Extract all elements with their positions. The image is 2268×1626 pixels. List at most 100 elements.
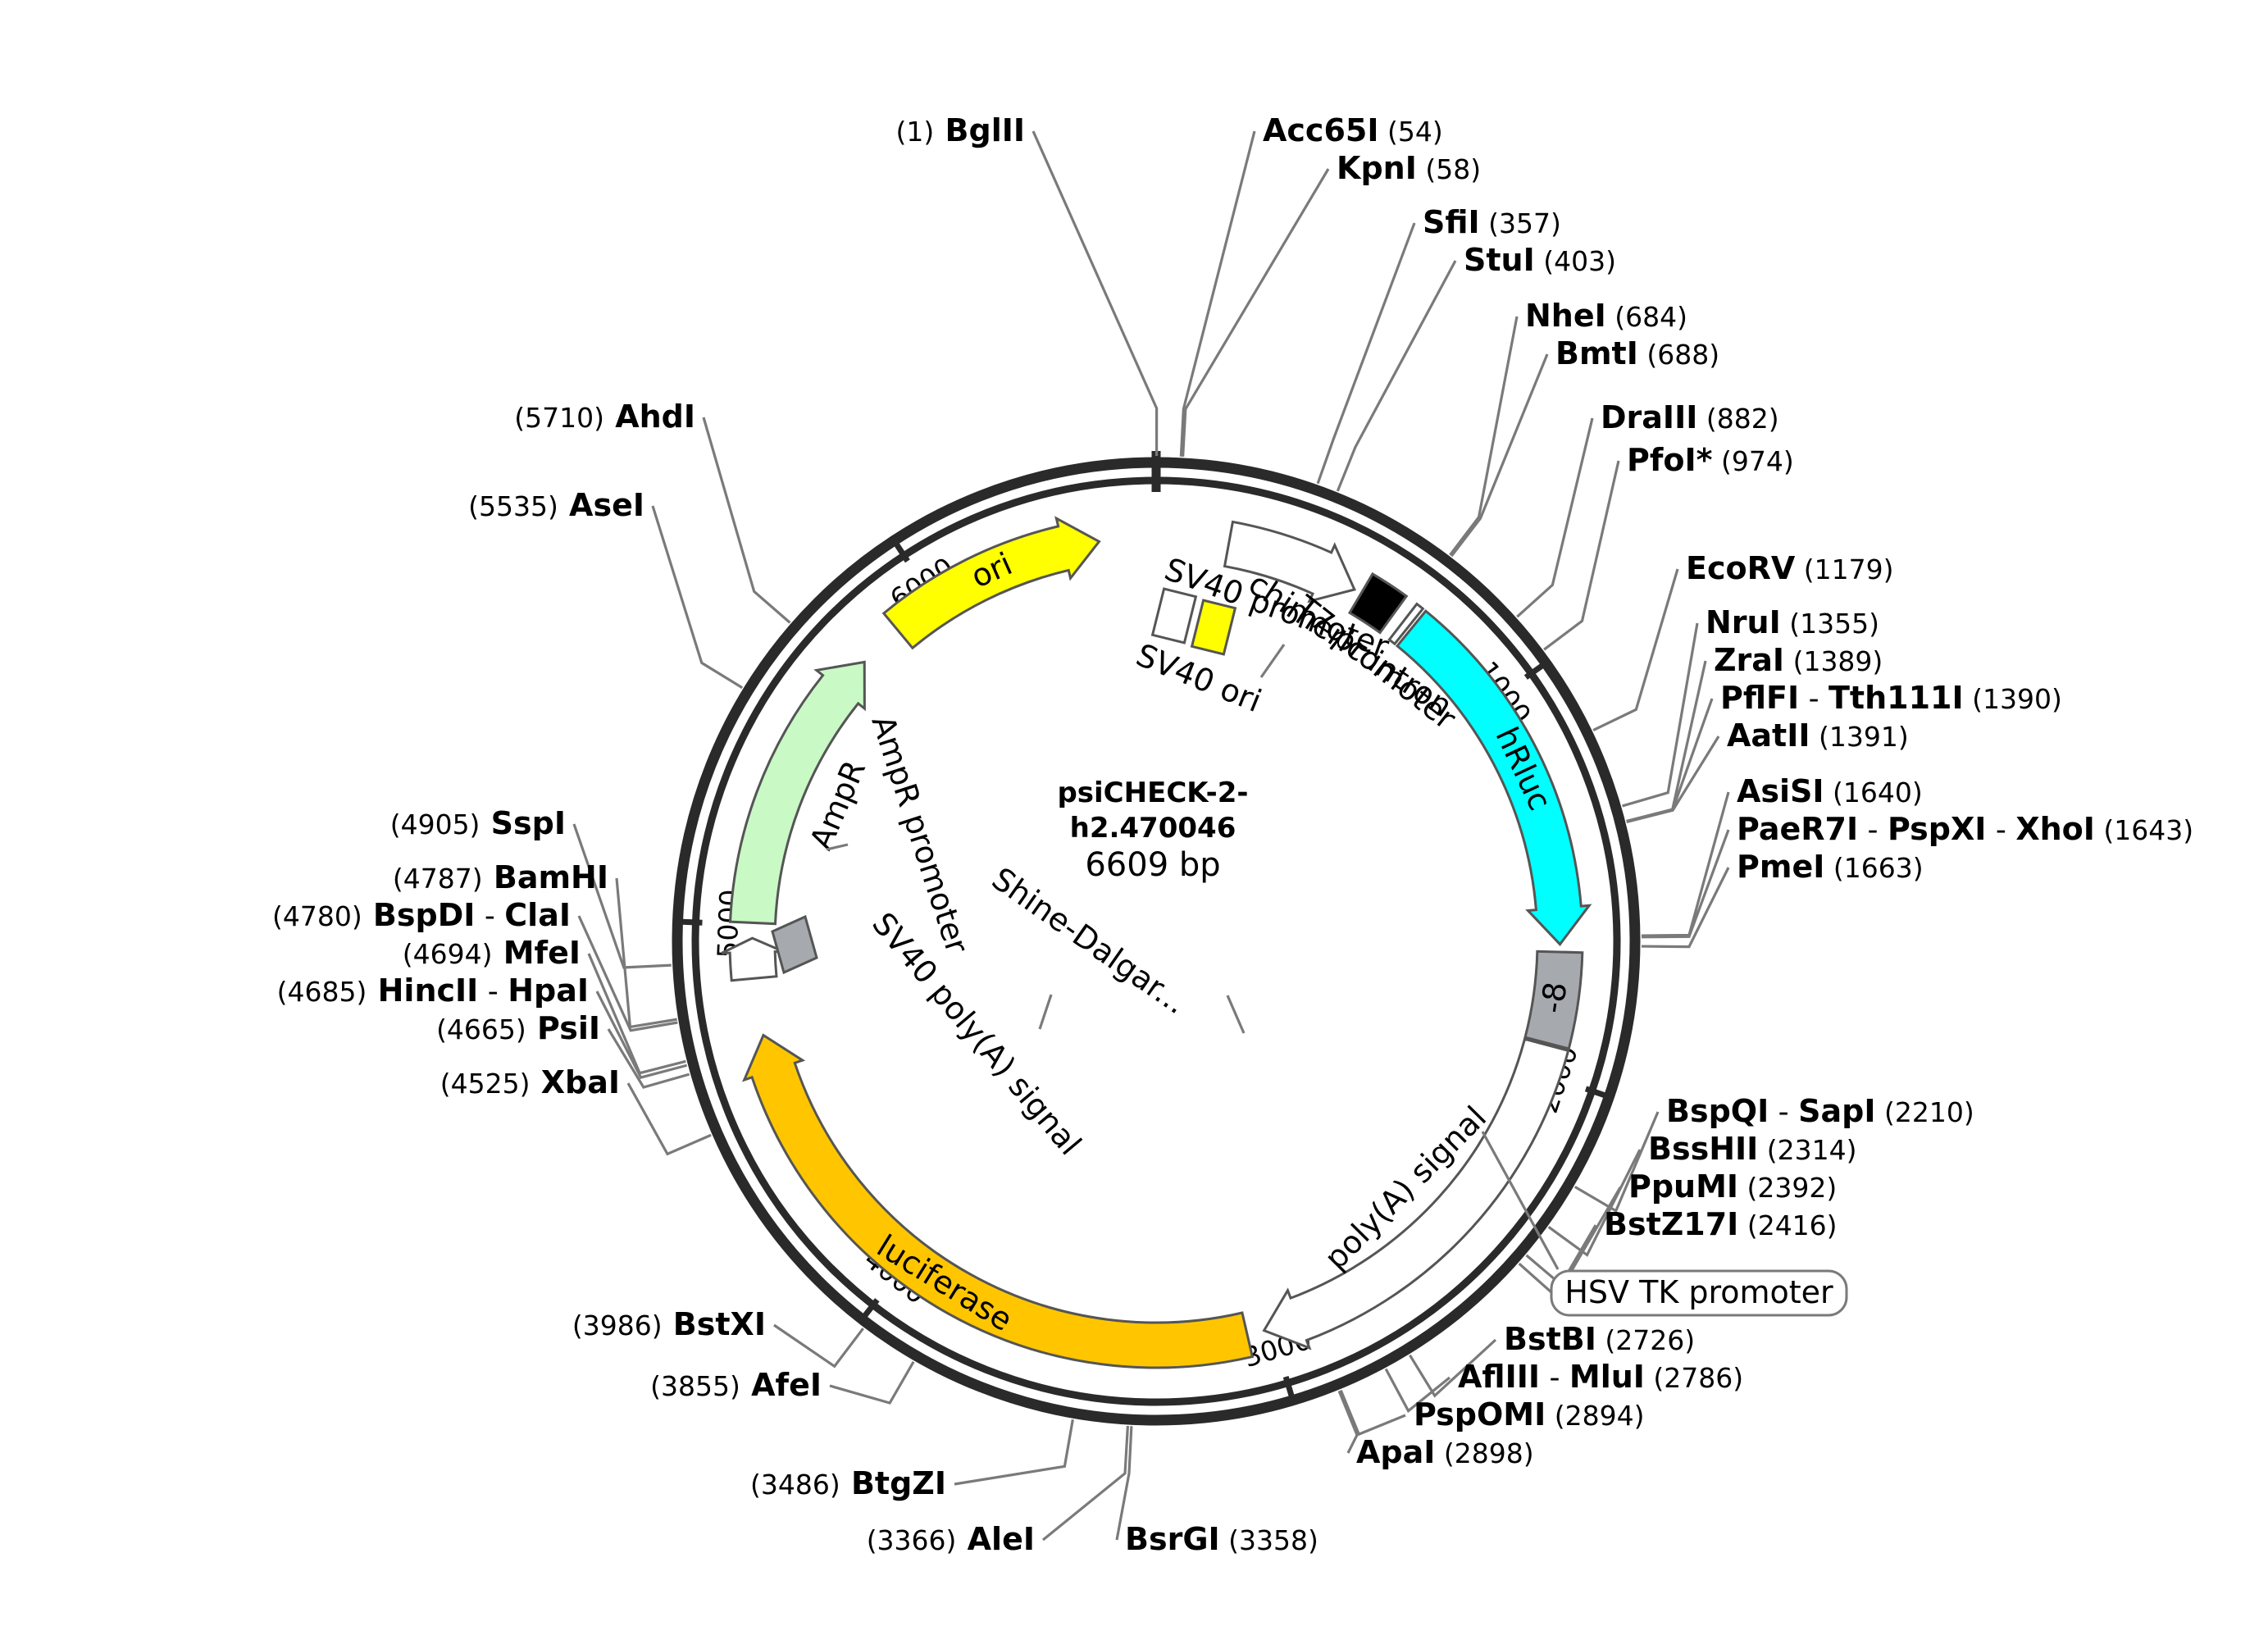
site-leader-bspdi [577, 915, 678, 1032]
site-leader-bsrgi [1115, 1426, 1133, 1541]
site-position: (3855) [650, 1370, 740, 1402]
site-mfei: (4694) MfeI [403, 935, 581, 971]
site-bspdi: (4780) BspDI - ClaI [272, 897, 571, 933]
site-leader-sfii [1316, 222, 1416, 485]
site-position: (688) [1638, 339, 1719, 371]
site-position: (5535) [468, 490, 558, 522]
site-leader-pmei [1641, 867, 1730, 949]
tick-mark [1584, 1086, 1615, 1101]
site-leader-ahdi [702, 417, 791, 624]
site-enzyme-name: XbaI [530, 1064, 620, 1100]
site-psii: (4665) PsiI [436, 1010, 600, 1046]
site-dash: - [478, 975, 508, 1009]
site-enzyme-name: NheI [1525, 298, 1606, 334]
site-dash: - [1769, 1095, 1798, 1129]
site-enzyme-name: AsiSI [1737, 773, 1824, 809]
feature-luciferase [741, 1033, 1255, 1369]
site-enzyme-name: Acc65I [1263, 112, 1378, 148]
site-zrai: ZraI (1389) [1714, 642, 1883, 678]
site-bstbi: BstBI (2726) [1504, 1321, 1695, 1357]
site-leaders [572, 130, 1730, 1542]
site-afei: (3855) AfeI [650, 1367, 822, 1403]
site-leader-ecorv [1592, 568, 1679, 731]
position-ticks: 100020003000400050006000 [672, 451, 1615, 1406]
site-pflfi: PflFI - Tth111I (1390) [1720, 680, 2062, 716]
site-enzyme-name: AflIII [1458, 1359, 1540, 1395]
site-nhei: NheI (684) [1525, 298, 1687, 334]
site-dash: - [1986, 813, 2015, 847]
site-bsshii: BssHII (2314) [1648, 1131, 1857, 1167]
site-position: (4685) [277, 976, 367, 1008]
site-enzyme-name: AfeI [740, 1367, 822, 1403]
site-position: (4665) [436, 1013, 526, 1045]
site-ahdi: (5710) AhdI [514, 399, 695, 435]
site-acc65i: Acc65I (54) [1263, 112, 1443, 148]
site-position: (4525) [440, 1068, 531, 1100]
site-position: (1389) [1784, 645, 1883, 677]
site-enzyme-name: HpaI [508, 972, 589, 1009]
site-leader-psii [607, 1028, 690, 1089]
site-position: (1391) [1810, 721, 1909, 753]
site-leader-alei [1041, 1425, 1130, 1542]
site-enzyme-name: KpnI [1337, 150, 1417, 186]
site-xbai: (4525) XbaI [440, 1064, 620, 1100]
site-position: (4905) [390, 808, 480, 840]
site-leader-draiii [1516, 417, 1594, 618]
site-position: (3366) [867, 1524, 957, 1556]
site-position: (2210) [1875, 1096, 1974, 1128]
site-leader-pflfi [1626, 698, 1714, 823]
site-dash: - [1858, 813, 1888, 847]
site-enzyme-name: BstXI [663, 1306, 766, 1342]
site-draiii: DraIII (882) [1601, 399, 1779, 435]
site-position: (2894) [1546, 1400, 1644, 1432]
site-sspi: (4905) SspI [390, 805, 566, 841]
site-pfoi: PfoI* (974) [1627, 442, 1794, 478]
site-leader-sspi [572, 823, 672, 969]
site-position: (5710) [514, 402, 604, 434]
plasmid-size: 6609 bp [1085, 846, 1220, 884]
site-position: (4780) [272, 900, 362, 932]
site-ecorv: EcoRV (1179) [1686, 550, 1894, 586]
feature-poly-a-signal [1262, 1037, 1570, 1350]
site-leader-bglii [1032, 130, 1159, 457]
plasmid-name-line2: h2.470046 [1070, 812, 1236, 845]
site-leader-aatii [1626, 736, 1720, 824]
site-position: (1663) [1824, 852, 1923, 884]
site-enzyme-name: PaeR7I [1737, 811, 1858, 847]
site-enzyme-name: PspOMI [1414, 1396, 1546, 1432]
feature-hrluc [1395, 609, 1592, 946]
site-enzyme-name: ClaI [504, 897, 571, 933]
site-btgzi: (3486) BtgZI [750, 1465, 946, 1501]
site-bamhi: (4787) BamHI [393, 859, 608, 895]
site-position: (2786) [1645, 1362, 1743, 1394]
site-position: (1390) [1964, 683, 2062, 715]
site-leader-bstxi [773, 1323, 864, 1369]
site-position: (2416) [1738, 1209, 1837, 1241]
site-bstxi: (3986) BstXI [572, 1306, 766, 1342]
site-leader-nhei [1449, 316, 1519, 556]
tick-mark [1282, 1375, 1297, 1406]
site-enzyme-name: SapI [1798, 1093, 1875, 1129]
sv40-polya-label: SV40 poly(A) signal [865, 906, 1088, 1163]
site-enzyme-name: BssHII [1648, 1131, 1758, 1167]
site-bstz17i: BstZ17I (2416) [1604, 1206, 1838, 1242]
site-enzyme-name: AleI [956, 1521, 1035, 1557]
site-position: (403) [1535, 245, 1616, 277]
site-bglii: (1) BglII [896, 112, 1025, 148]
site-enzyme-name: PspXI [1888, 811, 1986, 847]
site-position: (2314) [1758, 1134, 1856, 1166]
feature-ori [881, 516, 1101, 650]
site-position: (2392) [1738, 1172, 1837, 1204]
hsv-tk-promoter-callout: HSV TK promoter [1481, 1131, 1848, 1317]
tick-mark [889, 535, 910, 563]
site-nrui: NruI (1355) [1706, 604, 1879, 640]
site-enzyme-name: ApaI [1356, 1434, 1435, 1470]
site-dash: - [1540, 1361, 1569, 1395]
feature-ampr [728, 660, 866, 926]
site-position: (357) [1480, 207, 1561, 239]
plasmid-name-line1: psiCHECK-2- [1057, 777, 1248, 809]
site-position: (4787) [393, 863, 483, 895]
site-leader-afliii [1384, 1368, 1451, 1414]
